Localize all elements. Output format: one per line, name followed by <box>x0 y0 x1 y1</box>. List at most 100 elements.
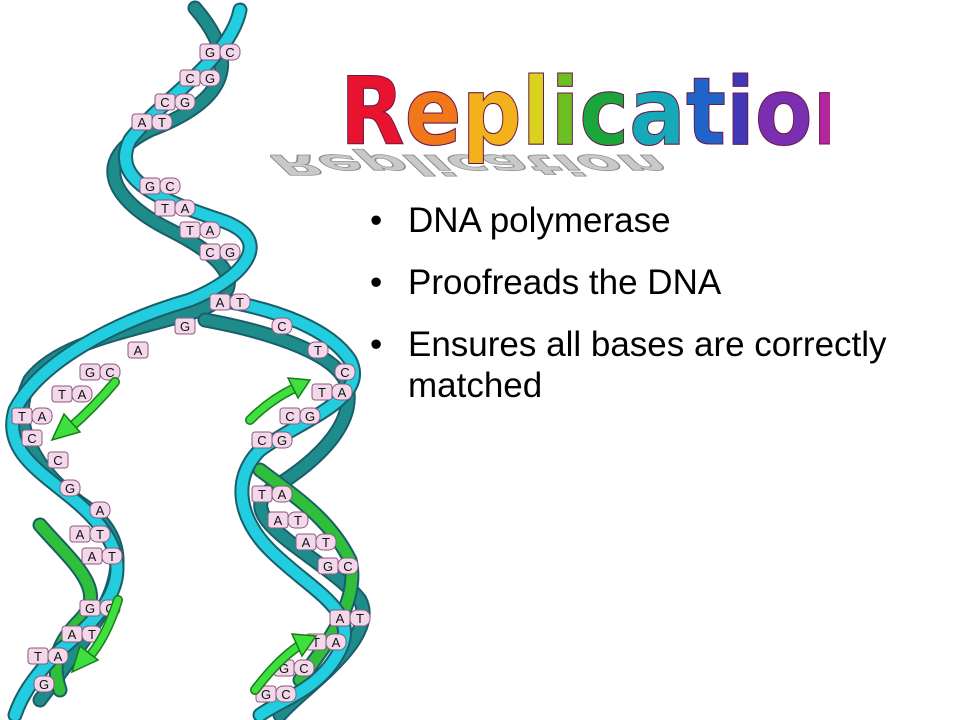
nucleotide: C <box>271 317 293 335</box>
nucleotide: G <box>174 93 196 111</box>
nucleotide: C <box>337 557 359 575</box>
base-letter: T <box>18 409 26 424</box>
base-letter: T <box>312 635 320 650</box>
base-letter: T <box>58 387 66 402</box>
title-letter: i <box>551 58 580 168</box>
nucleotide: T <box>11 407 33 425</box>
nucleotide: G <box>271 431 293 449</box>
base-letter: A <box>274 513 283 528</box>
base-letter: A <box>216 295 225 310</box>
nucleotide: T <box>154 199 176 217</box>
base-letter: A <box>76 527 85 542</box>
bullet-item: DNA polymerase <box>370 200 930 241</box>
base-letter: C <box>281 687 290 702</box>
nucleotide: C <box>334 363 356 381</box>
nucleotide: A <box>31 407 53 425</box>
nucleotide: C <box>275 685 297 703</box>
base-letter: G <box>180 95 190 110</box>
title-letter: l <box>522 58 551 168</box>
nucleotide: A <box>271 485 293 503</box>
nucleotide: C <box>21 429 43 447</box>
nucleotide: C <box>199 243 221 261</box>
synthesis-arrow-head <box>70 644 100 674</box>
nucleotide: T <box>101 547 123 565</box>
nucleotide: T <box>89 525 111 543</box>
base-letter: C <box>257 433 266 448</box>
nucleotide: A <box>331 383 353 401</box>
base-letter: T <box>88 627 96 642</box>
nucleotide: G <box>199 43 221 61</box>
nucleotide: A <box>127 341 149 359</box>
title-text: Replication <box>339 57 830 168</box>
base-letter: T <box>34 649 42 664</box>
title-letter: a <box>629 58 686 168</box>
nucleotide: G <box>299 407 321 425</box>
base-letter: T <box>294 513 302 528</box>
nucleotide: A <box>81 547 103 565</box>
title-letter: n <box>813 58 830 168</box>
bullet-list: DNA polymerase Proofreads the DNA Ensure… <box>370 200 930 427</box>
base-letter: C <box>160 95 169 110</box>
nucleotide: A <box>267 511 289 529</box>
base-letter: A <box>206 223 215 238</box>
title-wordart: Replication Replication <box>270 57 830 180</box>
nucleotide: A <box>325 633 347 651</box>
title-letter: t <box>686 58 726 168</box>
nucleotide: C <box>154 93 176 111</box>
nucleotide: T <box>251 485 273 503</box>
nucleotide: T <box>307 341 329 359</box>
base-letter: A <box>138 115 147 130</box>
title-letter: i <box>726 58 755 168</box>
synthesis-arrow-head <box>286 377 312 400</box>
base-letter: G <box>85 601 95 616</box>
base-letter: A <box>38 409 47 424</box>
base-letter: A <box>336 611 345 626</box>
base-letter: G <box>323 559 333 574</box>
title-letter: o <box>755 58 813 168</box>
base-letter: G <box>279 661 289 676</box>
nucleotide: A <box>295 533 317 551</box>
nucleotide: T <box>51 385 73 403</box>
base-letter: T <box>108 549 116 564</box>
nucleotide: G <box>33 675 55 693</box>
base-letter: C <box>205 245 214 260</box>
base-letter: C <box>299 661 308 676</box>
base-letter: G <box>205 71 215 86</box>
base-letter: C <box>285 409 294 424</box>
base-letter: A <box>96 503 105 518</box>
base-letter: G <box>225 245 235 260</box>
old-strand-teal <box>17 2 234 706</box>
nucleotide: A <box>71 385 93 403</box>
title-letter: c <box>579 58 629 168</box>
nucleotide: A <box>199 221 221 239</box>
base-letter: T <box>161 201 169 216</box>
base-letter: T <box>322 535 330 550</box>
nucleotide: A <box>209 293 231 311</box>
base-letter: A <box>302 535 311 550</box>
base-letter: T <box>356 611 364 626</box>
base-letter: C <box>185 71 194 86</box>
nucleotide: T <box>311 383 333 401</box>
title-reflection: Replication <box>270 148 682 180</box>
nucleotide: C <box>47 451 69 469</box>
nucleotide: T <box>349 609 371 627</box>
nucleotide: G <box>79 363 101 381</box>
nucleotide: G <box>219 243 241 261</box>
nucleotide: T <box>179 221 201 239</box>
nucleotide: T <box>151 113 173 131</box>
nucleotide: G <box>139 177 161 195</box>
title-letter: e <box>405 58 462 168</box>
base-letter: C <box>225 45 234 60</box>
svg-text:Replication: Replication <box>340 58 830 168</box>
nucleotide: G <box>317 557 339 575</box>
base-letter: A <box>332 635 341 650</box>
synthesis-arrow-head <box>50 412 82 442</box>
base-letter: G <box>305 409 315 424</box>
nucleotide: C <box>179 69 201 87</box>
nucleotide: C <box>279 407 301 425</box>
base-letter: A <box>68 627 77 642</box>
base-letter: T <box>236 295 244 310</box>
base-letter: G <box>277 433 287 448</box>
base-letter: T <box>96 527 104 542</box>
